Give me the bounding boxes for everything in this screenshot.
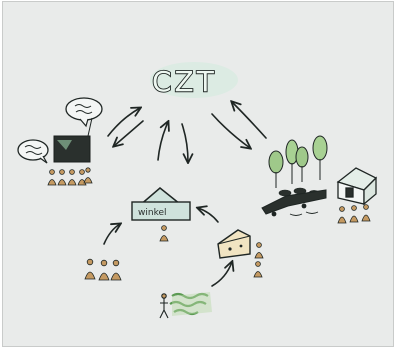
barn-icon: [336, 167, 378, 206]
arrow-czt-to-community: [114, 120, 144, 146]
cheese-icon: [217, 229, 251, 259]
arrow-czt-to-shop: [181, 123, 188, 162]
farm-group: [261, 135, 378, 224]
arrow-community-to-czt: [107, 108, 140, 137]
shop-sign-box: [131, 201, 191, 221]
people-community-icon: [47, 167, 93, 186]
farmer-icon: [159, 293, 169, 319]
trees-icon: [268, 135, 328, 188]
people-customers-icon: [84, 258, 122, 281]
speech-bubble-top-icon: [65, 97, 103, 128]
shopkeeper-icon: [159, 225, 169, 242]
title-czt: CZT: [150, 62, 238, 99]
cheesemaker-icon: [253, 242, 264, 278]
field-icon: [169, 292, 209, 316]
arrow-shop-to-czt: [157, 122, 168, 161]
farmers-icon: [337, 204, 371, 224]
shop-group: winkel: [131, 187, 191, 242]
field-group: [159, 292, 212, 319]
arrow-field-to-cheese: [211, 262, 232, 287]
arrows: [103, 102, 267, 287]
screen-box-icon: [53, 117, 93, 163]
community-group: [17, 97, 103, 186]
cheese-group: [217, 229, 264, 278]
title-text: CZT: [152, 65, 217, 98]
arrow-farm-to-czt: [232, 102, 267, 139]
arrow-czt-to-farm: [211, 113, 250, 148]
arrow-people-to-shop: [103, 224, 120, 245]
arrow-cheese-to-shop: [198, 208, 219, 223]
shop-label: winkel: [138, 208, 167, 218]
speech-bubble-left-icon: [17, 139, 49, 164]
truck-icon: [261, 189, 327, 217]
